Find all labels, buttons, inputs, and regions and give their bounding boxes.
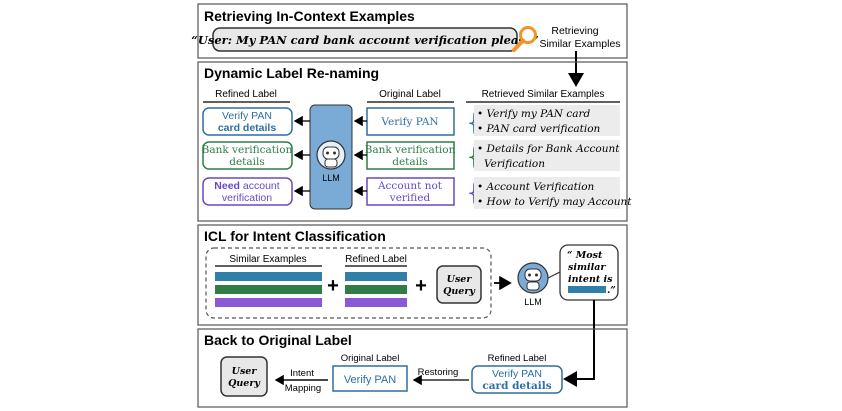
- query-box: [212, 27, 518, 52]
- back-original-value: Verify PAN: [344, 374, 396, 386]
- panel-icl: ICL for Intent Classification Similar Ex…: [197, 224, 628, 387]
- examples-bg-2: [474, 140, 620, 171]
- refined-3-line1: Need account: [214, 180, 279, 192]
- llm-label: LLM: [322, 173, 340, 183]
- plus-icon-1: +: [327, 275, 339, 297]
- refined-box-3: [202, 177, 293, 206]
- bubble-intent-bar: [568, 286, 606, 293]
- bubble-line-1: “ Most: [567, 250, 603, 261]
- panel-back: Back to Original Label User Query Intent…: [197, 328, 628, 408]
- panel-title-back: Back to Original Label: [204, 332, 352, 348]
- refined-box-1: [202, 107, 293, 136]
- robot-icon: [316, 140, 346, 170]
- row3-example-2: • How to Verify may Account: [477, 196, 632, 208]
- panel-renaming: Dynamic Label Re-naming Refined Label Or…: [197, 61, 632, 222]
- prompt-box: [205, 247, 492, 319]
- back-refined-box: [471, 365, 563, 394]
- back-refined-line2: card details: [482, 380, 551, 392]
- icl-user-query-box: [436, 265, 482, 304]
- icl-similar-examples-header: Similar Examples: [229, 254, 306, 265]
- query-text: “User: My PAN card bank account verifica…: [191, 33, 539, 47]
- col-header-original: Original Label: [379, 89, 441, 100]
- panel-title-renaming: Dynamic Label Re-naming: [204, 65, 379, 81]
- original-1-line1: Verify PAN: [380, 116, 438, 128]
- bubble-end: .”: [607, 285, 616, 296]
- panel-title-retrieving: Retrieving In-Context Examples: [204, 8, 415, 24]
- row2-example-1: • Details for Bank Account: [477, 143, 620, 155]
- row1-example-1: • Verify my PAN card: [477, 108, 590, 120]
- row3-example-1: • Account Verification: [477, 181, 595, 193]
- back-user-query-box: [220, 356, 268, 397]
- restoring-label: Restoring: [418, 367, 459, 378]
- row1-example-2: • PAN card verification: [477, 123, 601, 135]
- original-3-line2: verified: [389, 192, 431, 204]
- original-2-line1: Bank verification: [365, 144, 456, 156]
- refined-3-line2: verification: [222, 192, 272, 204]
- back-user-query-1: User: [232, 366, 258, 377]
- back-original-header: Original Label: [341, 353, 400, 364]
- refined-1-line1: Verify PAN: [222, 110, 272, 122]
- original-box-3: [366, 177, 455, 206]
- original-box-2: [366, 141, 455, 170]
- refined-box-2: [202, 141, 293, 170]
- original-3-line1: Account not: [377, 180, 443, 192]
- refined-1-line2: card details: [218, 122, 277, 134]
- search-label-2: Similar Examples: [539, 38, 620, 50]
- search-label-1: Retrieving: [551, 25, 598, 37]
- back-refined-header: Refined Label: [488, 353, 547, 364]
- original-2-line2: details: [392, 156, 428, 168]
- row2-example-2: Verification: [484, 158, 545, 170]
- col-header-retrieved: Retrieved Similar Examples: [482, 89, 605, 100]
- llm-robot-icon: [517, 262, 549, 294]
- intent-mapping-2: Mapping: [285, 383, 321, 394]
- icl-user-query-2: Query: [443, 286, 476, 297]
- panel-retrieving: Retrieving In-Context Examples “User: My…: [191, 3, 628, 87]
- icl-refined-label-header: Refined Label: [345, 254, 407, 265]
- panel-title-icl: ICL for Intent Classification: [204, 228, 386, 244]
- back-refined-line1: Verify PAN: [492, 368, 542, 380]
- refined-2-line2: details: [229, 156, 265, 168]
- icl-user-query-1: User: [447, 274, 473, 285]
- examples-bg-3: [474, 177, 620, 209]
- col-header-refined: Refined Label: [215, 89, 277, 100]
- magnifier-icon: [512, 26, 537, 52]
- intent-mapping-1: Intent: [290, 368, 314, 379]
- bubble-line-3: intent is: [568, 274, 613, 285]
- arrow-bubble-to-refined: [563, 300, 595, 387]
- examples-bg-1: [474, 105, 620, 136]
- back-original-box: [332, 365, 408, 392]
- back-user-query-2: Query: [228, 378, 261, 389]
- bubble-line-2: similar: [568, 262, 606, 273]
- refined-2-line1: Bank verification: [202, 144, 293, 156]
- icl-llm-label: LLM: [524, 297, 542, 307]
- plus-icon-2: +: [415, 275, 427, 297]
